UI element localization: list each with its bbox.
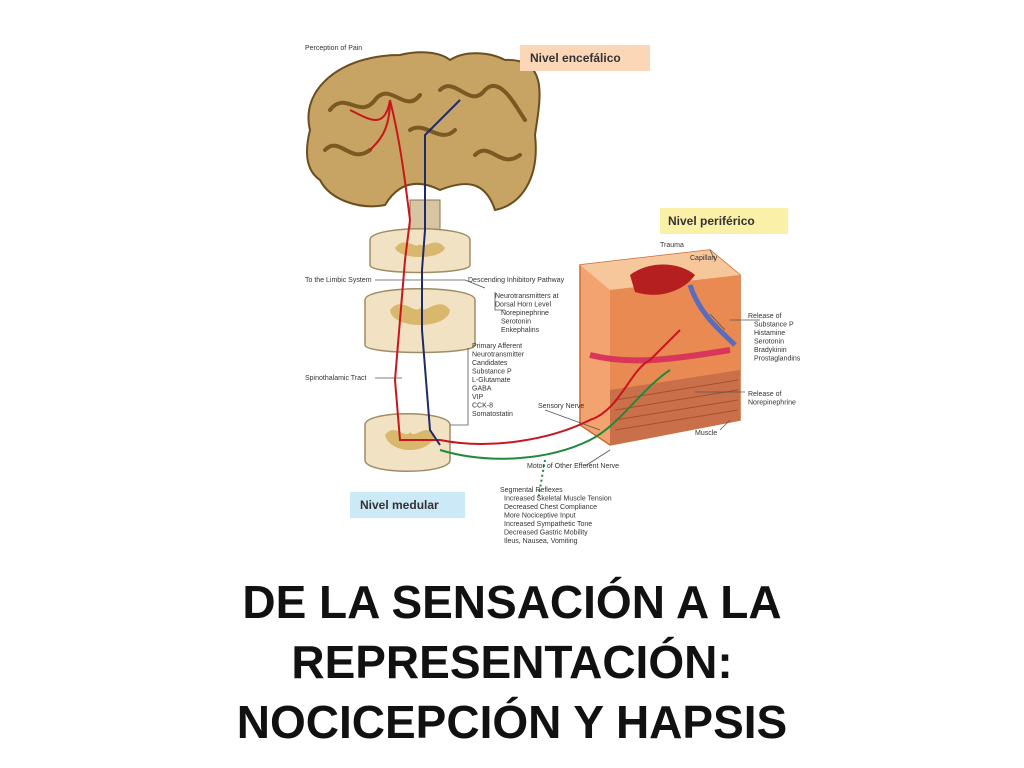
perception-of-pain-label: Perception of Pain — [305, 45, 362, 52]
release-of-list-item: Bradykinin — [754, 347, 787, 354]
brain-level-label: Nivel encefálico — [530, 51, 621, 65]
segmental-reflexes-list-item: Decreased Gastric Mobility — [504, 530, 588, 537]
primary-afferent-list-item: Substance P — [472, 369, 512, 376]
trauma-site — [630, 264, 695, 295]
spinal-level-label: Nivel medular — [360, 498, 439, 512]
spinal-cord-upper — [369, 228, 471, 274]
primary-afferent-list: Primary AfferentNeurotransmitterCandidat… — [472, 343, 525, 418]
segmental-reflexes-list-item: Increased Sympathetic Tone — [504, 521, 592, 528]
brain-gyri — [323, 84, 527, 162]
dorsal-horn-neurotransmitters-item: Enkephalins — [501, 327, 540, 334]
trauma-label: Trauma — [660, 242, 684, 249]
spinal-level-box — [350, 492, 465, 518]
primary-afferent-list-item: VIP — [472, 394, 484, 401]
descending-pathway-label: Descending Inhibitory Pathway — [468, 277, 565, 284]
segmental-reflexes-list-item: Ileus, Nausea, Vomiting — [504, 538, 578, 545]
segmental-reflexes-list-item: Increased Skeletal Muscle Tension — [504, 496, 612, 503]
dorsal-horn-neurotransmitters: Neurotransmitters at Dorsal Horn LevelNor… — [495, 293, 558, 334]
release-norepinephrine-list-item: Norepinephrine — [748, 400, 796, 407]
primary-afferent-list-item: Somatostatin — [472, 411, 513, 418]
peripheral-tissue-block — [579, 249, 741, 446]
motor-nerve-label: Motor of Other Efferent Nerve — [527, 463, 619, 470]
release-of-list: Release of Substance PHistamineSerotoninB… — [748, 313, 801, 363]
dorsal-horn-neurotransmitters-item: Dorsal Horn Level — [495, 302, 551, 309]
release-of-list-item: Histamine — [754, 330, 785, 337]
ascending-pathway — [349, 99, 681, 445]
peripheral-level-label: Nivel periférico — [668, 214, 755, 228]
brain-illustration — [306, 51, 541, 212]
release-norepinephrine-list: Release of Norepinephrine — [748, 391, 796, 407]
release-of-list-item: Serotonin — [754, 339, 784, 346]
segmental-reflexes-list-item: Decreased Chest Compliance — [504, 504, 597, 511]
release-norepinephrine-list-item: Release of — [748, 391, 782, 398]
spinal-cord-middle — [364, 288, 476, 354]
primary-afferent-list-item: Primary Afferent — [472, 343, 522, 350]
slide-title: DE LA SENSACIÓN A LA REPRESENTACIÓN: NOC… — [0, 572, 1024, 752]
blood-vessel — [589, 347, 731, 364]
brain-level-box — [520, 45, 650, 71]
peripheral-level-box — [660, 208, 788, 234]
primary-afferent-list-item: CCK-8 — [472, 403, 493, 410]
dorsal-horn-neurotransmitters-item: Neurotransmitters at — [495, 293, 558, 300]
title-line-1: DE LA SENSACIÓN A LA — [242, 576, 782, 628]
title-line-2: REPRESENTACIÓN: — [291, 636, 733, 688]
segmental-reflexes-list-item: More Nociceptive Input — [504, 513, 576, 520]
muscle-layer — [610, 370, 740, 445]
release-of-list-item: Release of — [748, 313, 782, 320]
motor-pathway — [439, 369, 671, 501]
primary-afferent-list-item: Candidates — [472, 360, 508, 367]
leader-lines — [375, 249, 760, 467]
spinal-cord-lower — [364, 413, 451, 472]
pain-pathway-diagram: Nivel encefálico Nivel periférico Nivel … — [305, 45, 801, 545]
release-of-list-item: Substance P — [754, 322, 794, 329]
primary-afferent-list-item: Neurotransmitter — [472, 352, 525, 359]
spinothalamic-tract-label: Spinothalamic Tract — [305, 375, 367, 382]
segmental-reflexes-list-item: Segmental Reflexes — [500, 487, 563, 494]
primary-afferent-list-item: GABA — [472, 386, 492, 393]
sensory-nerve-label: Sensory Nerve — [538, 403, 584, 410]
dorsal-horn-neurotransmitters-item: Norepinephrine — [501, 310, 549, 317]
descending-pathway — [421, 99, 461, 446]
primary-afferent-list-item: L-Glutamate — [472, 377, 511, 384]
capillary-label: Capillary — [690, 255, 718, 262]
brain-section — [306, 51, 541, 231]
dorsal-horn-neurotransmitters-item: Serotonin — [501, 319, 531, 326]
limbic-system-label: To the Limbic System — [305, 277, 372, 284]
capillary — [687, 284, 737, 347]
title-line-3: NOCICEPCIÓN Y HAPSIS — [236, 696, 788, 748]
muscle-label: Muscle — [695, 430, 717, 437]
release-of-list-item: Prostaglandins — [754, 356, 801, 363]
